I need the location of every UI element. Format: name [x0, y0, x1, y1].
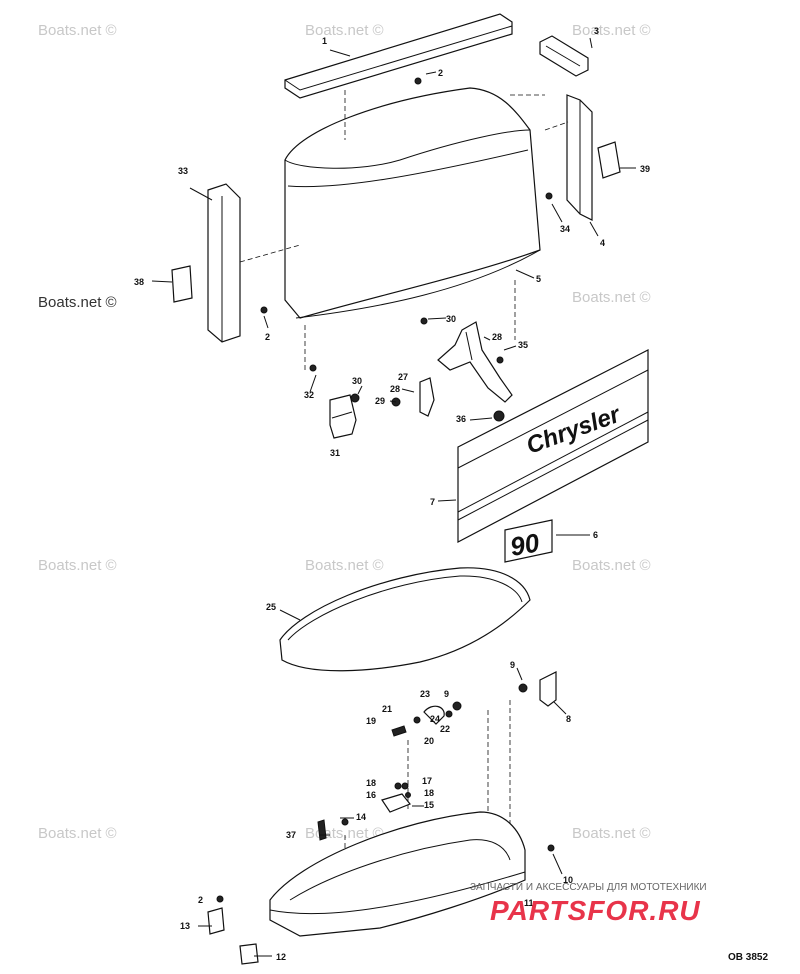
callout-30-left: 30 [352, 376, 362, 386]
part-38-plate [171, 265, 193, 303]
callout-28-right: 28 [492, 332, 502, 342]
part-31-bracket [329, 394, 357, 439]
callout-28-left: 28 [390, 384, 400, 394]
callout-14: 14 [356, 812, 366, 822]
callout-13: 13 [180, 921, 190, 931]
watermark-5: Boats.net © [38, 557, 117, 574]
callout-2-mid: 2 [265, 332, 270, 342]
callout-30-top: 30 [446, 314, 456, 324]
callout-19: 19 [366, 716, 376, 726]
callout-21: 21 [382, 704, 392, 714]
watermark-6: Boats.net © [305, 557, 384, 574]
part-28-latch [437, 321, 513, 403]
callout-3: 3 [594, 26, 599, 36]
callout-38: 38 [134, 277, 144, 287]
callout-18-right: 18 [424, 788, 434, 798]
model-decal-text: 90 [508, 527, 542, 562]
callout-36: 36 [456, 414, 466, 424]
callout-25: 25 [266, 602, 276, 612]
part-39-plate [597, 141, 621, 179]
watermark-3: Boats.net © [572, 22, 651, 39]
callout-8: 8 [566, 714, 571, 724]
part-13-clip [207, 907, 225, 935]
watermark-10: Boats.net © [572, 825, 651, 842]
vendor-tagline: ЗАПЧАСТИ И АКСЕССУАРЫ ДЛЯ МОТОТЕХНИКИ [470, 882, 707, 893]
part-33-side-panel [207, 183, 241, 343]
part-6-model-decal: 90 [504, 519, 553, 563]
callout-37: 37 [286, 830, 296, 840]
callout-31: 31 [330, 448, 340, 458]
callout-34: 34 [560, 224, 570, 234]
part-11-lower-pan [269, 811, 526, 937]
callout-23: 23 [420, 689, 430, 699]
callout-2-top: 2 [438, 68, 443, 78]
callout-11: 11 [524, 898, 534, 908]
callout-12: 12 [276, 952, 286, 962]
callout-1: 1 [322, 36, 327, 46]
part-1-top-trim [284, 13, 513, 99]
part-27-lever [419, 377, 435, 417]
callout-15: 15 [424, 800, 434, 810]
callout-39: 39 [640, 164, 650, 174]
watermark-prominent: Boats.net © [38, 294, 117, 311]
callouts: 1 2 3 39 4 34 5 33 38 2 30 28 35 27 28 2… [134, 26, 650, 962]
callout-29: 29 [375, 396, 385, 406]
callout-17: 17 [422, 776, 432, 786]
callout-9-mid: 9 [444, 689, 449, 699]
hardware-lower [317, 671, 557, 852]
drawing-number: OB 3852 [728, 952, 768, 963]
part-12-grommet [239, 943, 259, 965]
watermark-8: Boats.net © [38, 825, 117, 842]
callout-7: 7 [430, 497, 435, 507]
callout-22: 22 [440, 724, 450, 734]
watermark-7: Boats.net © [572, 557, 651, 574]
callout-20: 20 [424, 736, 434, 746]
callout-4: 4 [600, 238, 605, 248]
part-7-decal: Chrysler [457, 349, 649, 543]
leader-lines [151, 37, 636, 957]
callout-2-bottom: 2 [198, 895, 203, 905]
callout-33: 33 [178, 166, 188, 176]
watermark-1: Boats.net © [38, 22, 117, 39]
callout-5: 5 [536, 274, 541, 284]
callout-16: 16 [366, 790, 376, 800]
watermark-4: Boats.net © [572, 289, 651, 306]
callout-32: 32 [304, 390, 314, 400]
watermark-2: Boats.net © [305, 22, 384, 39]
part-3-bracket [539, 35, 589, 77]
part-4-rear-bracket [566, 94, 593, 221]
callout-35: 35 [518, 340, 528, 350]
part-5-engine-cover [284, 87, 541, 319]
callout-9-right: 9 [510, 660, 515, 670]
vendor-logo: PARTSFOR.RU [490, 895, 701, 926]
part-2-screw-lower [216, 895, 224, 903]
part-25-seal [279, 567, 531, 672]
callout-10: 10 [563, 875, 573, 885]
callout-24: 24 [430, 714, 440, 724]
callout-6: 6 [593, 530, 598, 540]
callout-27: 27 [398, 372, 408, 382]
callout-18-left: 18 [366, 778, 376, 788]
